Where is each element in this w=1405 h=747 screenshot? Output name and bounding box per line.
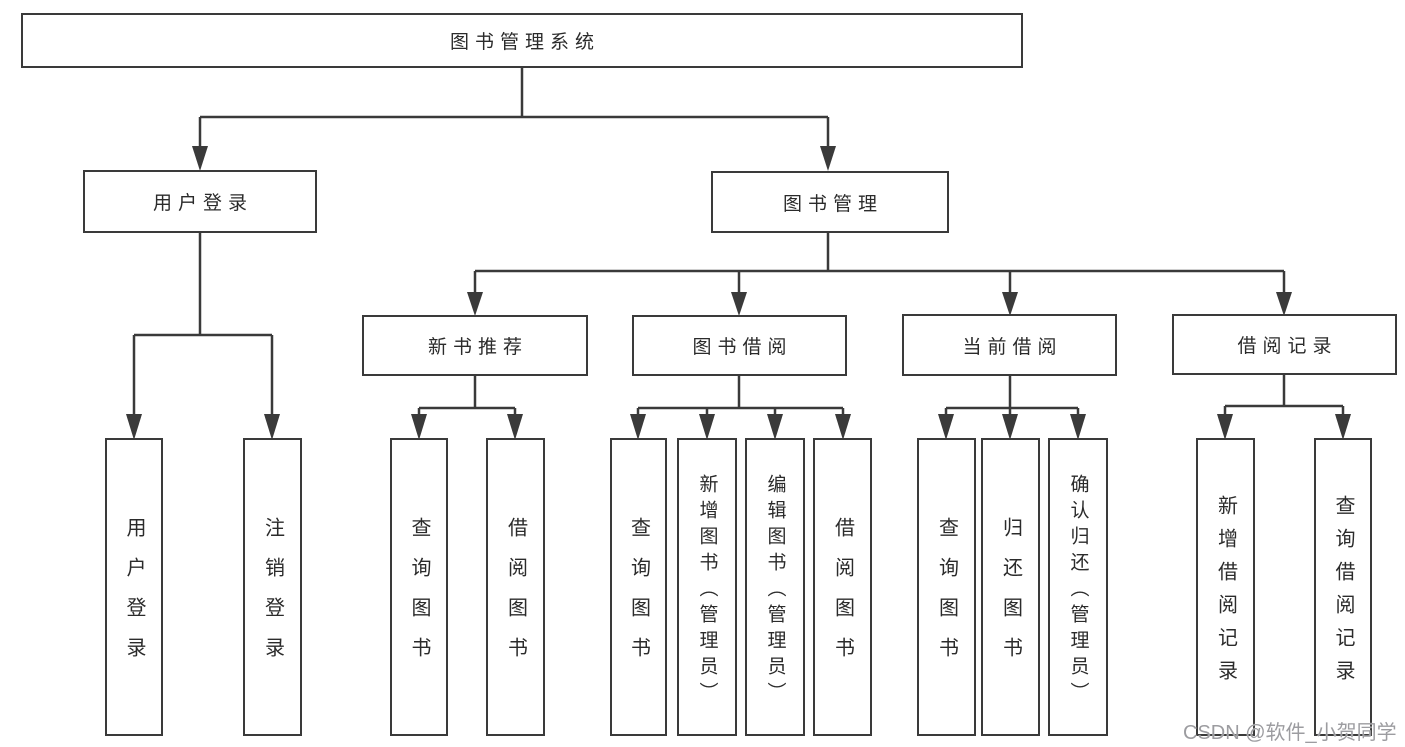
node-leaf-br-add-record-label: 新增借阅记录 [1214,494,1237,693]
node-leaf-logout-label: 注销登录 [261,517,284,677]
node-leaf-br-add-record: 新增借阅记录 [1196,438,1255,736]
node-leaf-cb-confirm-return: 确认归还（管理员） [1048,438,1108,736]
csdn-watermark: CSDN @软件_小贺同学 [1183,722,1397,744]
node-leaf-bb-query-books-label: 查询图书 [627,517,650,677]
node-leaf-user-login: 用户登录 [105,438,163,736]
node-borrowing-records: 借阅记录 [1172,314,1397,375]
node-leaf-bb-borrow-books-label: 借阅图书 [831,517,854,677]
node-leaf-cb-query-books-label: 查询图书 [935,517,958,677]
node-leaf-br-query-record: 查询借阅记录 [1314,438,1372,736]
node-leaf-bb-add-books-label: 新增图书（管理员） [696,473,718,708]
node-borrowing-records-label: 借阅记录 [1237,336,1338,357]
edges-currentborrow-to-leaves [938,376,1086,440]
node-user-login: 用户登录 [83,170,317,233]
edges-bookmgmt-to-level3 [467,233,1292,316]
node-leaf-bb-query-books: 查询图书 [610,438,667,736]
edges-newrec-to-leaves [411,376,523,440]
node-leaf-br-query-record-label: 查询借阅记录 [1332,494,1354,693]
node-leaf-logout: 注销登录 [243,438,302,736]
node-root: 图书管理系统 [21,13,1023,68]
node-leaf-cb-return-books: 归还图书 [981,438,1040,736]
node-leaf-cb-confirm-return-label: 确认归还（管理员） [1067,473,1089,708]
node-new-book-recommendation-label: 新书推荐 [427,337,528,358]
node-book-borrowing-label: 图书借阅 [692,337,793,358]
node-new-book-recommendation: 新书推荐 [362,315,588,376]
node-leaf-rec-borrow-books: 借阅图书 [486,438,545,736]
node-leaf-bb-edit-books: 编辑图书（管理员） [745,438,805,736]
node-book-management: 图书管理 [711,171,949,233]
node-current-borrowing: 当前借阅 [902,314,1117,376]
node-leaf-bb-borrow-books: 借阅图书 [813,438,872,736]
node-leaf-rec-query-books-label: 查询图书 [408,517,430,677]
node-leaf-user-login-label: 用户登录 [123,517,145,677]
node-leaf-rec-query-books: 查询图书 [390,438,448,736]
node-leaf-bb-add-books: 新增图书（管理员） [677,438,737,736]
node-leaf-bb-edit-books-label: 编辑图书（管理员） [764,473,786,708]
node-user-login-label: 用户登录 [152,193,253,214]
node-book-management-label: 图书管理 [782,193,883,215]
node-leaf-cb-query-books: 查询图书 [917,438,976,736]
edges-bookborrow-to-leaves [630,376,851,440]
node-leaf-rec-borrow-books-label: 借阅图书 [504,517,527,677]
node-root-label: 图书管理系统 [449,32,600,53]
node-book-borrowing: 图书借阅 [632,315,847,376]
edges-root-to-level2 [192,68,836,171]
edges-records-to-leaves [1217,375,1351,440]
node-current-borrowing-label: 当前借阅 [962,336,1063,358]
node-leaf-cb-return-books-label: 归还图书 [999,517,1022,677]
edges-userlogin-to-leaves [126,233,280,440]
